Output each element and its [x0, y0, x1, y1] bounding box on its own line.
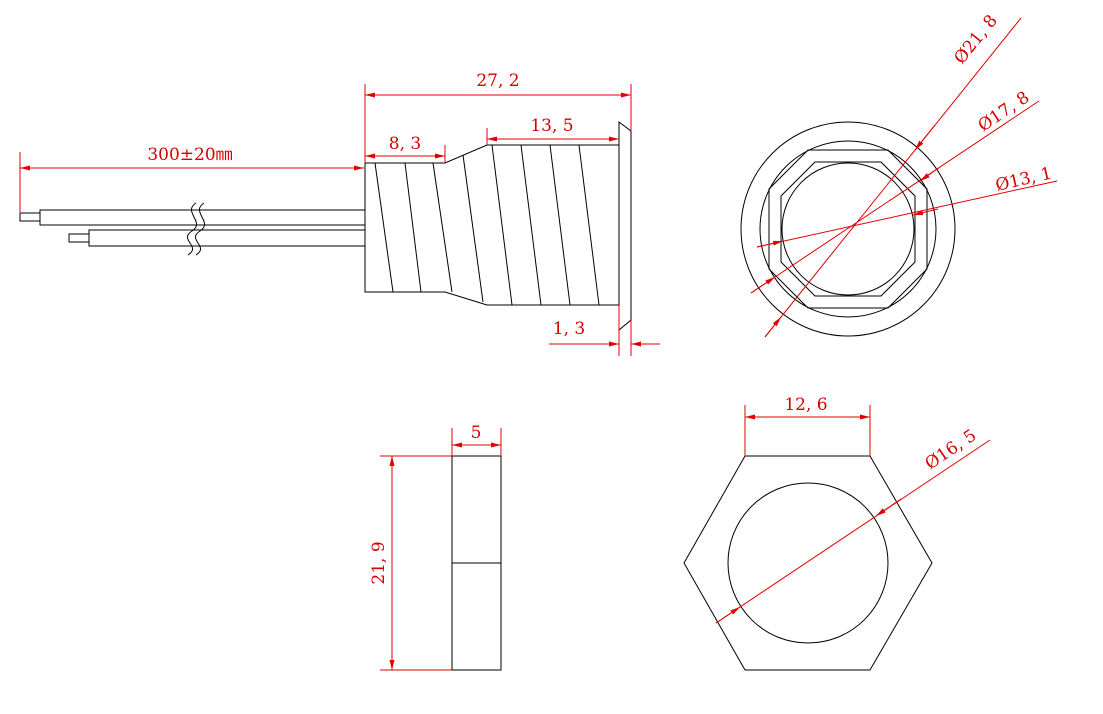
overall-length-label: 27, 2: [476, 71, 519, 91]
sensor-flange: [618, 121, 632, 332]
nut-bore-diameter-label: Ø16, 5: [922, 426, 981, 475]
outer-diameter-label: Ø21, 8: [950, 11, 1002, 68]
sensor-side-view: [19, 121, 632, 332]
nut-front-dimensions: 12, 6 Ø16, 5: [715, 395, 991, 624]
nut-side-dimensions: 5 21, 9: [369, 423, 502, 671]
sensor-front-view: [740, 121, 956, 337]
cable-length-label: 300±20㎜: [147, 145, 232, 165]
inner-diameter-label: Ø13, 1: [994, 164, 1054, 196]
front-view-dimensions: Ø21, 8 Ø17, 8 Ø13, 1: [750, 11, 1058, 338]
thread-lines: [374, 144, 600, 306]
nut-side-view: [451, 455, 502, 671]
flange-thickness-label: 1, 3: [553, 319, 585, 339]
sensor-body: [364, 144, 620, 306]
nut-thickness-label: 5: [471, 423, 482, 443]
side-view-dimensions: 300±20㎜ 27, 2 8, 3 13, 5 1, 3: [19, 71, 660, 356]
small-section-length-label: 8, 3: [389, 134, 421, 154]
middle-diameter-label: Ø17, 8: [975, 88, 1034, 137]
nut-height-label: 21, 9: [369, 541, 389, 584]
nut-front-view: [683, 455, 933, 671]
cable-wires: [19, 202, 366, 256]
thread-length-label: 13, 5: [530, 116, 573, 136]
nut-flat-width-label: 12, 6: [784, 395, 827, 415]
